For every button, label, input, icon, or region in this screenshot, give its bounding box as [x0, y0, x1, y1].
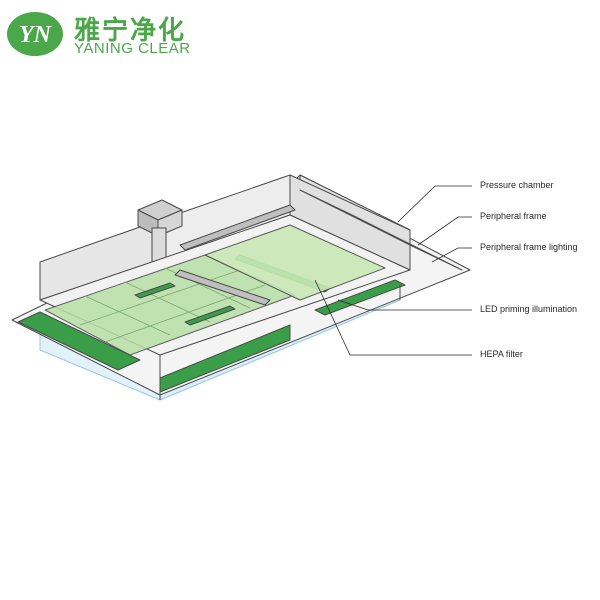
label-peripheral-frame-lighting: Peripheral frame lighting [480, 242, 578, 252]
led-strip-1 [134, 282, 176, 299]
leader-peripheral-frame-lighting [431, 247, 472, 263]
label-hepa-filter: HEPA filter [480, 349, 523, 359]
label-peripheral-frame: Peripheral frame [480, 211, 547, 221]
frame-beam-right [174, 269, 271, 306]
right-filter-panel [204, 224, 386, 301]
leader-peripheral-frame [417, 216, 472, 246]
peripheral-lighting-left [17, 311, 141, 371]
brand-name-cn: 雅宁净化 [74, 16, 187, 46]
leader-led-priming [337, 299, 472, 311]
peripheral-lighting-back [299, 189, 463, 271]
peripheral-lighting-right [314, 279, 406, 316]
frame-beam-back [179, 204, 296, 251]
brand-logo: YN 雅宁净化 YANING CLEAR [6, 6, 196, 62]
led-strip-2 [184, 305, 236, 326]
label-led-priming-illumination: LED priming illumination [480, 304, 578, 314]
brand-name-en: YANING CLEAR [74, 40, 191, 57]
label-pressure-chamber: Pressure chamber [480, 180, 554, 190]
leader-pressure-chamber [397, 185, 472, 223]
leader-hepa-filter [314, 279, 472, 356]
svg-text:YN: YN [19, 22, 53, 48]
brand-badge-icon: YN [7, 12, 63, 56]
